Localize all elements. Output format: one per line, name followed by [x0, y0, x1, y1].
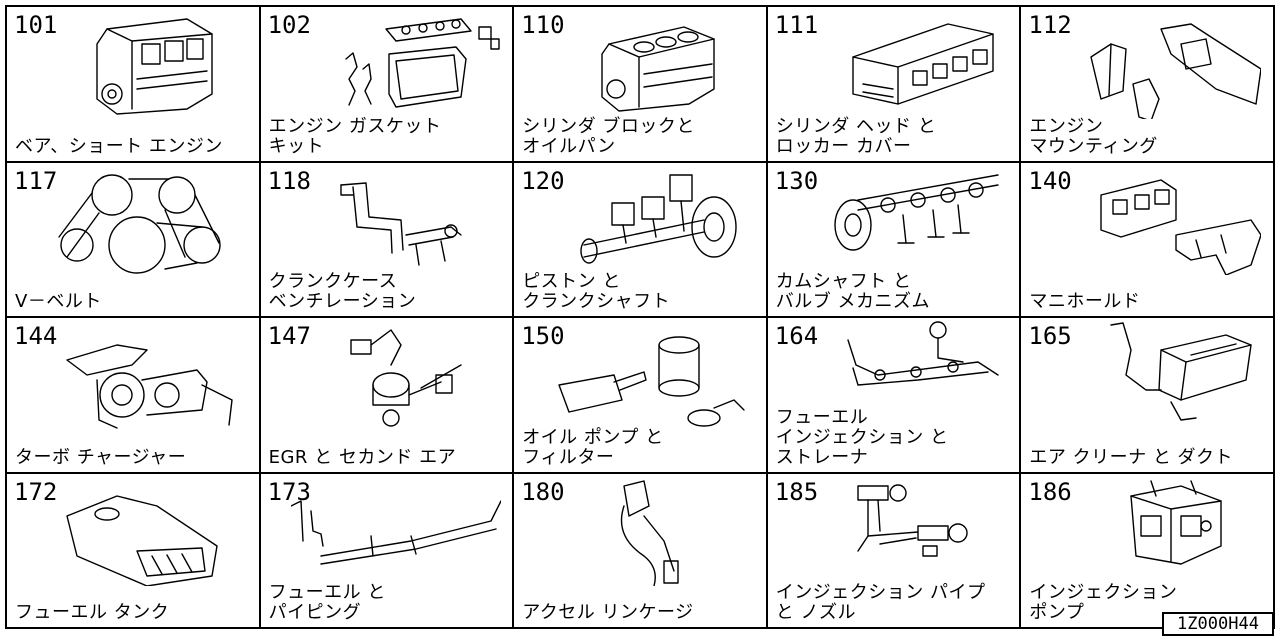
section-number: 112: [1028, 11, 1072, 39]
catalog-cell-150[interactable]: 150 オイル ポンプ と フィルター: [514, 318, 768, 474]
catalog-cell-110[interactable]: 110 シリンダ ブロックと オイルパン: [514, 7, 768, 163]
air-cleaner-icon: [1051, 320, 1261, 430]
catalog-cell-173[interactable]: 173 フューエル と パイピング: [260, 473, 515, 629]
gasket-kit-icon: [291, 9, 501, 119]
catalog-cell-101[interactable]: 101 ベア、ショート エンジン: [7, 7, 261, 163]
section-label: インジェクション ポンプ: [1029, 582, 1178, 623]
catalog-cell-186[interactable]: 186 インジェクション ポンプ: [1021, 473, 1275, 629]
catalog-cell-130[interactable]: 130 カムシャフト と バルブ メカニズム: [767, 162, 1022, 318]
section-number: 118: [267, 166, 311, 195]
camshaft-valve-icon: [798, 165, 1008, 275]
catalog-cell-102[interactable]: 102 エンジン ガスケット キット: [260, 7, 515, 163]
section-number: 173: [267, 477, 311, 506]
catalog-cell-118[interactable]: 118 クランクケース ベンチレーション: [260, 162, 515, 318]
section-label: マニホールド: [1029, 291, 1141, 312]
section-number: 111: [774, 11, 819, 39]
section-number: 110: [521, 11, 565, 39]
section-number: 150: [521, 322, 565, 350]
section-number: 186: [1028, 477, 1072, 506]
section-number: 172: [14, 477, 58, 506]
manifold-icon: [1051, 165, 1263, 276]
section-number: 140: [1028, 166, 1072, 195]
catalog-cell-180[interactable]: 180 アクセル リンケージ: [514, 473, 768, 629]
fuel-tank-icon: [37, 476, 247, 587]
section-number: 144: [14, 322, 58, 350]
injection-nozzle-icon: [798, 476, 1008, 586]
section-label: フューエル と パイピング: [268, 582, 386, 623]
section-label: シリンダ ヘッド と ロッカー カバー: [775, 115, 937, 157]
fuel-piping-icon: [289, 476, 502, 586]
section-label: エア クリーナ と ダクト: [1029, 446, 1234, 468]
catalog-cell-117[interactable]: 117 V－ベルト: [7, 162, 261, 318]
section-number: 117: [14, 166, 58, 195]
diagram-code-label: 1Z000H44: [1162, 612, 1274, 636]
section-label: インジェクション パイプ と ノズル: [775, 582, 986, 623]
v-belt-icon: [37, 165, 247, 275]
section-number: 165: [1028, 322, 1072, 350]
section-label: クランクケース ベンチレーション: [268, 271, 417, 312]
section-number: 102: [267, 11, 311, 39]
injection-pump-icon: [1051, 476, 1261, 586]
section-label: エンジン ガスケット キット: [268, 115, 442, 157]
section-label: エンジン マウンティング: [1029, 115, 1158, 157]
section-label: ベア、ショート エンジン: [15, 135, 223, 157]
piston-crankshaft-icon: [544, 165, 754, 275]
catalog-cell-147[interactable]: 147 EGR と セカンド エア: [260, 318, 515, 474]
catalog-cell-120[interactable]: 120 ピストン と クランクシャフト: [514, 162, 768, 318]
section-label: EGR と セカンド エア: [268, 446, 457, 468]
section-label: V－ベルト: [15, 291, 102, 312]
section-label: アクセル リンケージ: [522, 602, 694, 623]
catalog-cell-172[interactable]: 172 フューエル タンク: [7, 473, 261, 629]
cylinder-head-icon: [798, 9, 1008, 119]
catalog-cell-144[interactable]: 144 ターボ チャージャー: [7, 318, 261, 474]
section-number: 180: [521, 477, 565, 506]
section-label: フューエル インジェクション と ストレーナ: [775, 406, 949, 468]
section-number: 147: [267, 322, 311, 350]
section-number: 130: [774, 166, 819, 195]
section-label: ターボ チャージャー: [15, 446, 187, 468]
egr-valve-icon: [291, 320, 501, 430]
section-number: 185: [774, 477, 819, 506]
oil-pump-filter-icon: [544, 320, 754, 430]
catalog-cell-185[interactable]: 185 インジェクション パイプ と ノズル: [767, 473, 1022, 629]
cylinder-block-icon: [544, 9, 754, 119]
section-number: 120: [521, 166, 565, 195]
ventilation-hose-icon: [291, 165, 501, 275]
section-label: カムシャフト と バルブ メカニズム: [775, 271, 931, 312]
parts-catalog-grid: 101 ベア、ショート エンジン 102 エンジン ガスケット キット: [5, 5, 1275, 629]
catalog-cell-165[interactable]: 165 エア クリーナ と ダクト: [1021, 318, 1275, 474]
section-label: フューエル タンク: [15, 602, 170, 623]
engine-mount-icon: [1051, 9, 1263, 122]
turbocharger-icon: [37, 320, 247, 430]
engine-block-icon: [37, 9, 247, 119]
accelerator-linkage-icon: [544, 476, 754, 587]
section-label: シリンダ ブロックと オイルパン: [522, 115, 695, 157]
catalog-cell-164[interactable]: 164 フューエル インジェクション と ストレーナ: [767, 318, 1022, 474]
fuel-injection-icon: [798, 320, 1008, 430]
catalog-cell-140[interactable]: 140 マニホールド: [1021, 162, 1275, 318]
section-label: ピストン と クランクシャフト: [522, 271, 671, 312]
catalog-cell-111[interactable]: 111 シリンダ ヘッド と ロッカー カバー: [767, 7, 1022, 163]
section-number: 101: [14, 11, 58, 39]
section-number: 164: [774, 322, 819, 350]
section-label: オイル ポンプ と フィルター: [522, 426, 664, 468]
catalog-cell-112[interactable]: 112 エンジン マウンティング: [1021, 7, 1275, 163]
